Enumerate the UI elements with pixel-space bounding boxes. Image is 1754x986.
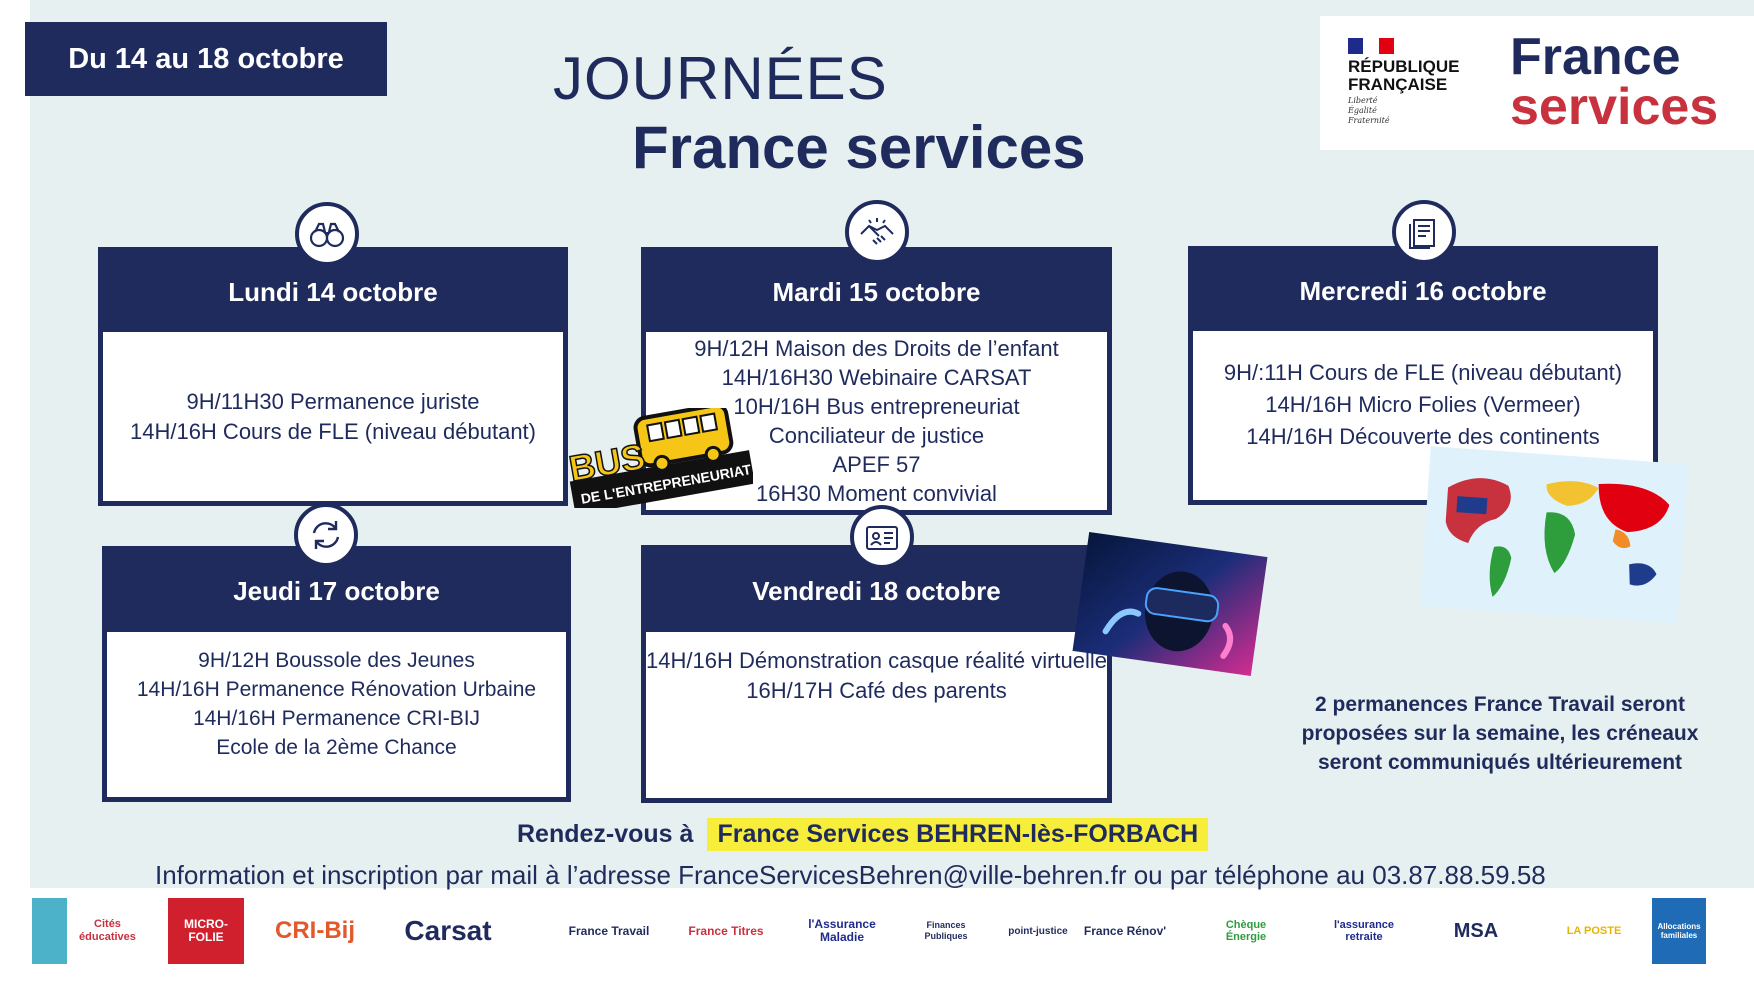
schedule-item: 14H/16H Permanence CRI-BIJ (192, 707, 481, 730)
schedule-item: 9H/11H30 Permanence juriste (186, 388, 480, 414)
schedule-item: 16H30 Moment convivial (756, 481, 997, 506)
partner-logo-finances-publiques: Finances Publiques (924, 920, 968, 941)
schedule-item: 14H/16H Démonstration casque réalité vir… (646, 648, 1108, 673)
partner-logo-assurance-retraite: l'assurance retraite (1333, 919, 1395, 943)
brand-services: services (1510, 78, 1719, 136)
day-card-body: 9H/:11H Cours de FLE (niveau débutant) 1… (1193, 331, 1653, 500)
france-services-logo: RÉPUBLIQUE FRANÇAISE Liberté Égalité Fra… (1320, 16, 1754, 150)
day-card-body: 14H/16H Démonstration casque réalité vir… (646, 632, 1107, 798)
day-card-heading: Mardi 15 octobre (646, 252, 1107, 332)
partner-logo-micro-folie: MICRO-FOLIE (168, 898, 244, 964)
vr-headset-photo (1072, 532, 1268, 676)
partner-logo-france-renov: France Rénov' (1083, 923, 1167, 938)
partner-logo-point-justice: point-justice (1008, 925, 1068, 937)
partner-logo-caf: Allocations familiales (1652, 898, 1706, 964)
page-title-line1: JOURNÉES (553, 45, 888, 112)
republic-name: RÉPUBLIQUE FRANÇAISE (1348, 57, 1460, 94)
schedule-item: 9H/:11H Cours de FLE (niveau débutant) (1223, 360, 1623, 385)
schedule-item: 9H/12H Boussole des Jeunes (198, 649, 475, 672)
schedule-item: APEF 57 (832, 452, 921, 477)
partner-logo-cheque-energie: Chèque Énergie (1225, 919, 1267, 943)
contact-info: Information et inscription par mail à l’… (155, 860, 1546, 890)
schedule-item: 14H/16H Permanence Rénovation Urbaine (136, 678, 537, 701)
rendezvous-prefix: Rendez-vous à (517, 820, 694, 848)
schedule-item: 14H/16H Découverte des continents (1246, 424, 1600, 449)
refresh-icon (294, 503, 358, 567)
schedule-item: Conciliateur de justice (768, 423, 985, 448)
partner-logo-carsat: Carsat (404, 915, 492, 946)
day-card-heading: Lundi 14 octobre (103, 252, 563, 332)
id-card-icon (850, 505, 914, 569)
badge-band (569, 450, 753, 508)
rendezvous-line: Rendez-vous à France Services BEHREN-lès… (517, 818, 1209, 851)
world-map-flags-photo (1419, 446, 1689, 624)
schedule-item: 10H/16H Bus entrepreneuriat (733, 394, 1020, 419)
partner-logo-france-travail: France Travail (568, 923, 650, 938)
brand-france: France (1510, 28, 1681, 86)
date-range-banner: Du 14 au 18 octobre (25, 22, 387, 96)
bus-entrepreneuriat-badge: BUS DE L'ENTREPRENEURIAT (565, 408, 753, 508)
day-card-monday: Lundi 14 octobre 9H/11H30 Permanence jur… (98, 247, 568, 506)
partner-logo-assurance-maladie: l'Assurance Maladie (808, 917, 876, 944)
rendezvous-place: France Services BEHREN-lès-FORBACH (707, 818, 1209, 851)
binoculars-icon (295, 202, 359, 266)
schedule-item: 16H/17H Café des parents (746, 678, 1007, 703)
day-card-body: 9H/12H Maison des Droits de l’enfant 14H… (646, 332, 1107, 510)
day-card-friday: Vendredi 18 octobre 14H/16H Démonstratio… (641, 545, 1112, 803)
schedule-item: 14H/16H Micro Folies (Vermeer) (1265, 392, 1581, 417)
partner-logo-cri-bij: CRI-Bij (275, 917, 355, 944)
schedule-item: 14H/16H Cours de FLE (niveau débutant) (129, 418, 536, 444)
france-travail-note: 2 permanences France Travail seront prop… (1301, 693, 1699, 774)
documents-icon (1392, 200, 1456, 264)
schedule-item: 14H/16H30 Webinaire CARSAT (721, 365, 1032, 390)
french-flag-icon (1348, 38, 1394, 54)
handshake-icon (845, 200, 909, 264)
day-card-body: 9H/11H30 Permanence juriste 14H/16H Cour… (103, 332, 563, 501)
schedule-item: 9H/12H Maison des Droits de l’enfant (694, 336, 1059, 361)
partners-strip (0, 888, 1754, 986)
republic-motto: Liberté Égalité Fraternité (1348, 96, 1390, 125)
day-card-heading: Mercredi 16 octobre (1193, 251, 1653, 331)
partner-logo-france-titres: France Titres (688, 923, 764, 938)
day-card-body: 9H/12H Boussole des Jeunes 14H/16H Perma… (107, 632, 566, 797)
schedule-item: Ecole de la 2ème Chance (216, 736, 457, 759)
partner-logo-cites-educatives: Cités éducatives (32, 898, 142, 964)
partner-logo-la-poste: LA POSTE (1566, 925, 1622, 937)
partner-logo-msa: MSA (1453, 920, 1499, 942)
day-card-thursday: Jeudi 17 octobre 9H/12H Boussole des Jeu… (102, 546, 571, 802)
page-title-line2: France services (632, 114, 1086, 181)
